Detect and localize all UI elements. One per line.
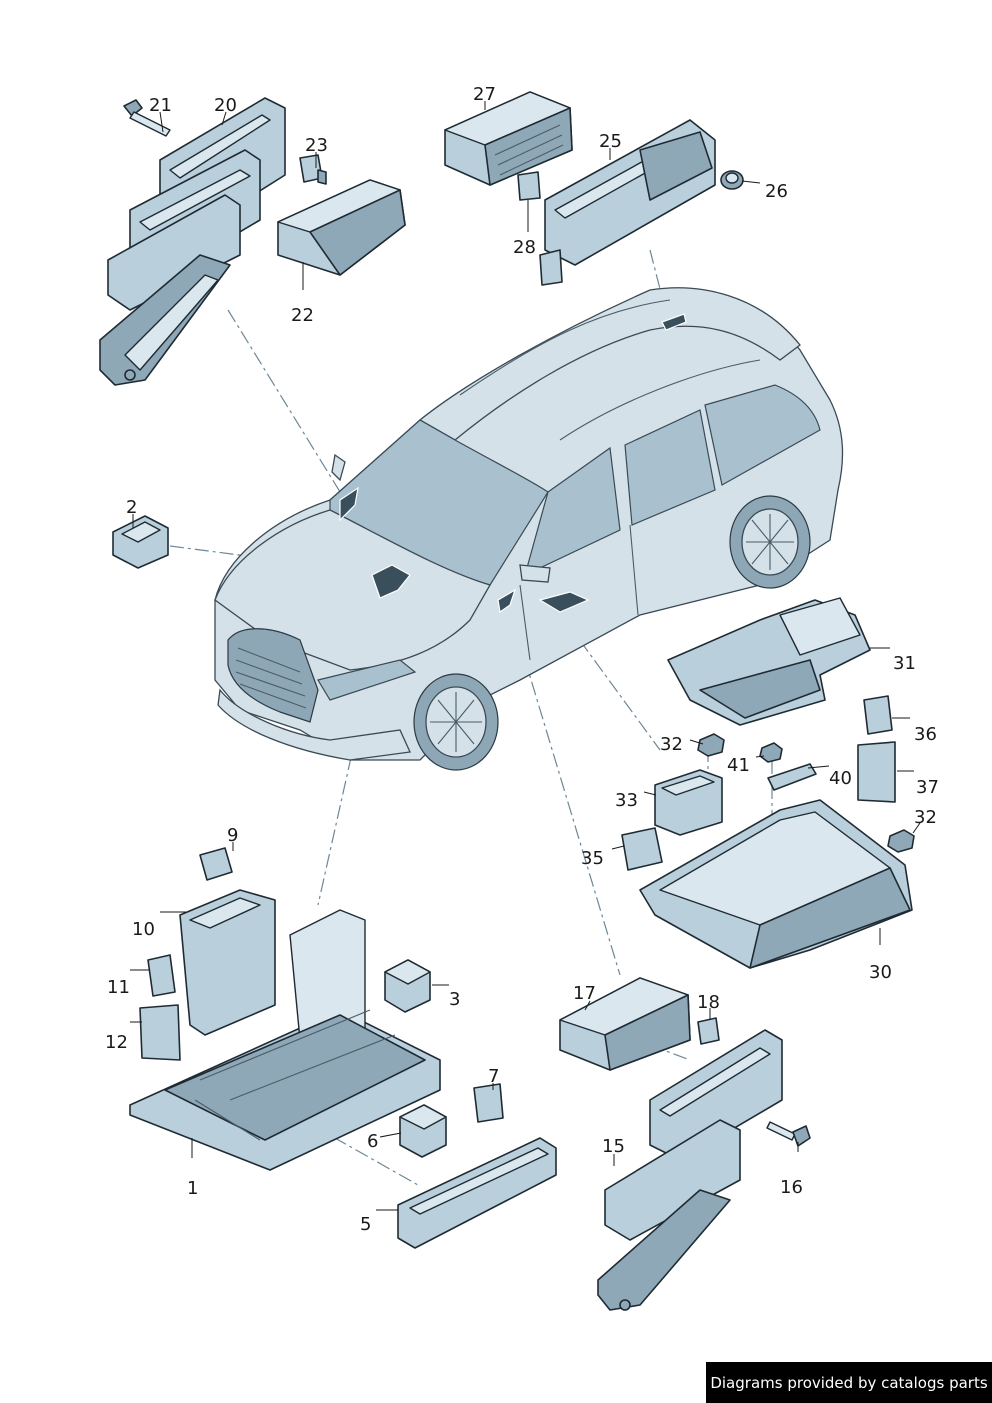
callout-9: 9 (227, 825, 238, 846)
credit-text: Diagrams provided by catalogs parts (710, 1373, 988, 1392)
location-marker-windshield (339, 486, 359, 522)
part-relay-35 (621, 827, 663, 871)
callout-15: 15 (602, 1136, 625, 1157)
part-box-30 (639, 799, 913, 969)
part-carrier-1 (129, 909, 441, 1171)
location-marker-cowl (371, 564, 411, 599)
callout-23: 23 (305, 135, 328, 156)
credit-banner: Diagrams provided by catalogs parts (706, 1362, 992, 1403)
callout-labels: 21 20 23 22 27 25 26 28 2 31 36 32 41 40… (105, 84, 939, 1235)
part-cover-31 (667, 597, 871, 726)
part-fuse-40 (767, 763, 817, 791)
callout-11: 11 (107, 977, 130, 998)
callout-33: 33 (615, 790, 638, 811)
callout-10: 10 (132, 919, 155, 940)
callout-21: 21 (149, 95, 172, 116)
part-relay-23 (299, 154, 327, 185)
part-module-22 (277, 179, 406, 276)
callout-17: 17 (573, 983, 596, 1004)
part-cover-12 (139, 1004, 181, 1061)
callout-37: 37 (916, 777, 939, 798)
part-relay-28 (517, 171, 541, 201)
callout-41: 41 (727, 755, 750, 776)
part-nut-32b (887, 829, 915, 853)
callout-18: 18 (697, 992, 720, 1013)
callout-31: 31 (893, 653, 916, 674)
location-marker-roof (661, 313, 687, 331)
part-relay-18 (697, 1017, 720, 1045)
callout-6: 6 (367, 1131, 378, 1152)
part-fuse-7 (473, 1083, 504, 1123)
callout-leaders (130, 101, 921, 1211)
part-nut-26 (720, 170, 744, 190)
callout-16: 16 (780, 1177, 803, 1198)
part-module-17 (559, 977, 691, 1071)
callout-22: 22 (291, 305, 314, 326)
callout-40: 40 (829, 768, 852, 789)
part-relay-3 (384, 959, 431, 1013)
part-cover-10 (179, 889, 276, 1036)
location-marker-apillar (497, 588, 517, 614)
callout-28: 28 (513, 237, 536, 258)
part-cover-37 (857, 741, 896, 803)
callout-12: 12 (105, 1032, 128, 1053)
part-nut-41 (759, 742, 783, 763)
part-relay-holder-33 (654, 769, 723, 836)
callout-32a: 32 (660, 734, 683, 755)
callout-27: 27 (473, 84, 496, 105)
callout-30: 30 (869, 962, 892, 983)
callout-2: 2 (126, 497, 137, 518)
part-fuse-9 (199, 847, 233, 881)
callout-36: 36 (914, 724, 937, 745)
part-bolt-16 (766, 1121, 811, 1147)
part-holder-5 (397, 1137, 557, 1249)
vehicle-illustration (214, 287, 844, 771)
callout-20: 20 (214, 95, 237, 116)
location-marker-floor (538, 591, 590, 613)
callout-1: 1 (187, 1178, 198, 1199)
part-group-bracket-20 (99, 97, 286, 386)
part-fuse-36 (863, 695, 893, 735)
part-bracket-25 (539, 119, 716, 286)
callout-26: 26 (765, 181, 788, 202)
part-fuse-11 (147, 954, 176, 997)
part-relay-6 (399, 1104, 447, 1158)
part-nut-32a (697, 733, 725, 757)
part-module-27 (444, 91, 573, 186)
callout-32b: 32 (914, 807, 937, 828)
callout-5: 5 (360, 1214, 371, 1235)
callout-35: 35 (581, 848, 604, 869)
part-bolt-21 (123, 99, 171, 137)
callout-3: 3 (449, 989, 460, 1010)
callout-7: 7 (488, 1066, 499, 1087)
part-holder-2 (112, 515, 169, 569)
part-bracket-15 (597, 1029, 783, 1311)
callout-25: 25 (599, 131, 622, 152)
